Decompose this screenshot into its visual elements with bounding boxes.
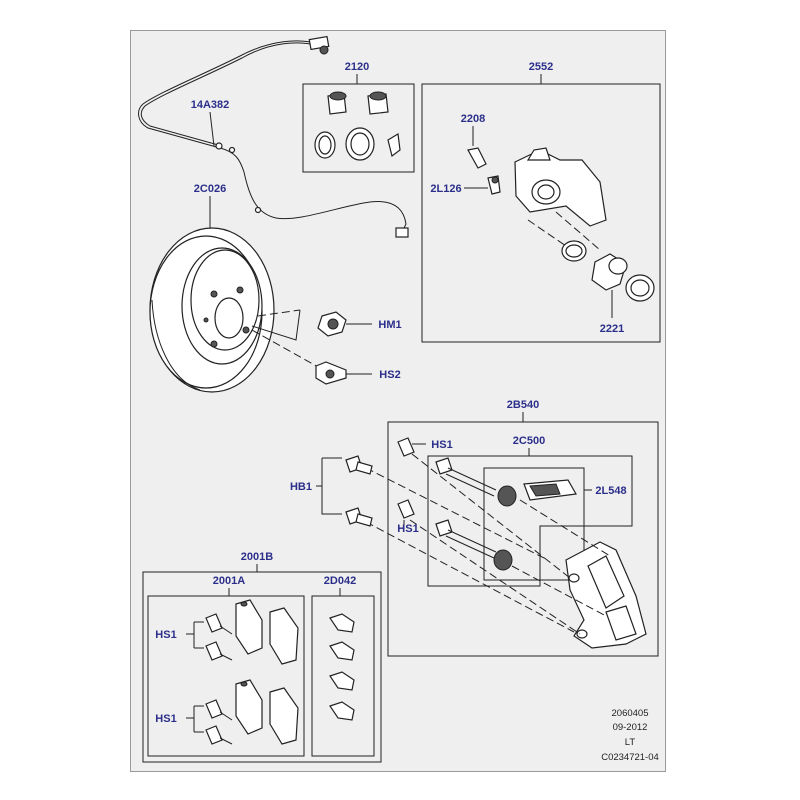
label-sensor: 14A382 [191,99,230,111]
footer-code: 2060405 [612,708,649,719]
label-hm1: HM1 [378,319,401,331]
label-caliper: 2552 [529,61,553,73]
wheel-nut-hm1 [251,309,372,341]
wheel-speed-sensor [138,35,409,238]
caliper-box [421,74,661,343]
pad-kit-box [142,564,382,763]
carrier-group-box [316,412,659,657]
label-disc: 2C026 [194,183,226,195]
label-seal-kit: 2120 [345,61,369,73]
label-pad-set: 2001A [213,575,245,587]
label-carrier: 2C500 [513,435,545,447]
footer-ref: C0234721-04 [601,752,659,763]
label-guide-boot: 2L548 [595,485,626,497]
label-hb1: HB1 [290,481,312,493]
label-hs1-top: HS1 [431,439,452,451]
label-bleed-screw: 2208 [461,113,485,125]
label-clip-set: 2D042 [324,575,356,587]
brake-disc [149,227,275,393]
label-carrier-group: 2B540 [507,399,539,411]
label-hs1-pads-b: HS1 [155,713,176,725]
label-piston-kit: 2221 [600,323,624,335]
footer-side: LT [625,737,636,748]
label-pad-kit: 2001B [241,551,273,563]
label-hs1-mid: HS1 [397,523,418,535]
label-bleed-cap: 2L126 [430,183,461,195]
retaining-screw-hs2 [251,329,372,385]
label-hs1-pads-a: HS1 [155,629,176,641]
seal-kit-box [302,74,415,173]
label-hs2: HS2 [379,369,400,381]
footer-date: 09-2012 [613,722,648,733]
